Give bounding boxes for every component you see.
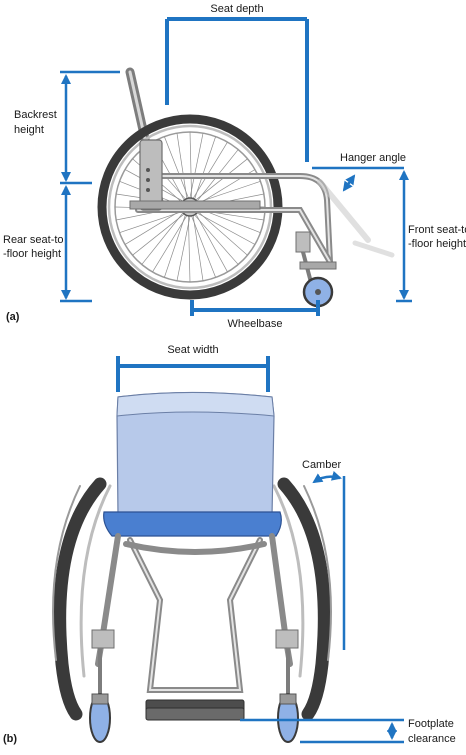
spoke [124, 209, 182, 245]
seat-cushion [103, 511, 282, 537]
spoke [197, 211, 248, 256]
spoke [141, 212, 184, 265]
spoke [164, 136, 189, 199]
caster-left [89, 693, 111, 743]
spoke [176, 215, 191, 281]
label-footplate-clearance-line2: clearance [408, 733, 456, 745]
spoke [195, 158, 248, 201]
front-view-panel: Seat width Camber Footplate clearance (b… [3, 344, 456, 745]
panel-label-a: (a) [6, 311, 20, 323]
spoke [195, 213, 228, 273]
label-seat-depth: Seat depth [210, 3, 263, 15]
dimension-lines-a [60, 17, 412, 316]
spoke [194, 136, 216, 200]
spoke [191, 215, 216, 278]
spoke [164, 214, 186, 278]
spoke [119, 211, 183, 233]
spoke [152, 215, 188, 273]
label-backrest-height-line2: height [14, 124, 44, 136]
panel-label-b: (b) [3, 733, 17, 745]
hanger-ghost [317, 179, 395, 258]
left-wheel [52, 477, 112, 721]
right-wheel [272, 477, 332, 721]
label-seat-width: Seat width [167, 344, 218, 356]
label-hanger-angle: Hanger angle [340, 152, 406, 164]
label-front-seat-floor-line2: -floor height [408, 238, 466, 250]
dimension-lines-b [116, 356, 404, 744]
spoke [194, 214, 239, 265]
label-footplate-clearance-line1: Footplate [408, 718, 454, 730]
spoke [189, 131, 192, 199]
spoke [189, 133, 204, 199]
footplate-front [145, 699, 245, 721]
spoke [197, 181, 261, 203]
spoke [192, 215, 204, 281]
footplate [299, 261, 337, 270]
spoke [196, 212, 256, 245]
label-rear-seat-floor-line1: Rear seat-to [3, 234, 64, 246]
front-frame [91, 533, 299, 694]
axle-plate [139, 139, 163, 211]
label-front-seat-floor-line1: Front seat-to [408, 224, 466, 236]
side-view-panel: Seat depth Backrest height Rear seat-to … [3, 3, 466, 330]
spoke [192, 141, 228, 199]
front-caster [302, 276, 334, 308]
label-wheelbase: Wheelbase [227, 318, 282, 330]
caster-right [277, 693, 299, 743]
spoke [176, 133, 188, 199]
spoke [188, 215, 191, 283]
label-camber: Camber [302, 459, 341, 471]
spoke [132, 213, 185, 256]
label-rear-seat-floor-line2: -floor height [3, 248, 61, 260]
label-backrest-height-line1: Backrest [14, 109, 57, 121]
